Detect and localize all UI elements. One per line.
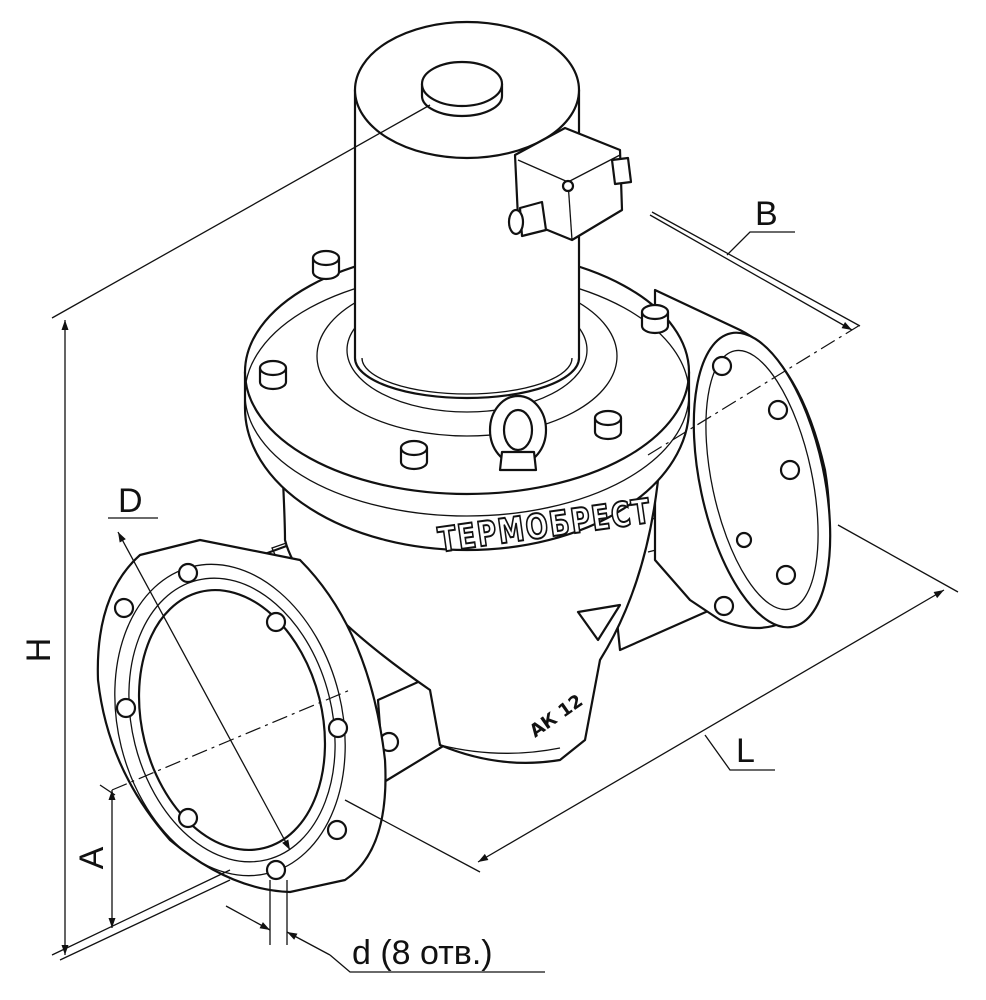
dimension-b — [649, 211, 861, 331]
bolt — [593, 409, 623, 441]
label-d-diameter: D — [118, 482, 143, 520]
dimension-hole-d — [225, 880, 545, 973]
bolt — [640, 303, 670, 335]
label-a: A — [73, 846, 111, 869]
dimension-a — [59, 784, 231, 961]
eye-bolt — [488, 394, 548, 472]
label-b: B — [755, 195, 778, 233]
bolt — [399, 439, 429, 471]
dimension-h — [51, 104, 431, 956]
dimension-l — [344, 524, 959, 873]
cover-bolts — [258, 249, 670, 471]
terminal-box — [507, 126, 633, 242]
right-flange — [653, 288, 832, 630]
label-h: H — [20, 638, 58, 663]
bolt — [311, 249, 341, 281]
label-hole-d: d (8 отв.) — [352, 934, 493, 972]
dimension-d — [108, 517, 291, 851]
bolt — [258, 359, 288, 391]
label-l: L — [736, 732, 755, 770]
